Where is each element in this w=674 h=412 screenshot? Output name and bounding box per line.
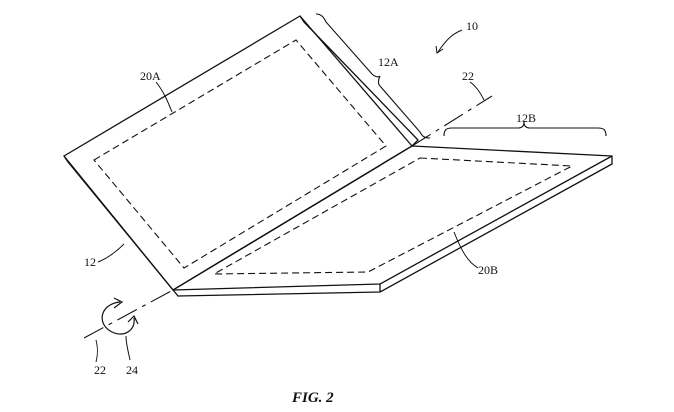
upper-housing-top-face <box>63 15 413 291</box>
label-22-upper: 22 <box>462 69 474 83</box>
display-20a-outline <box>93 39 387 269</box>
lower-housing-top-face <box>172 145 613 291</box>
upper-housing-edge <box>63 15 419 297</box>
label-24: 24 <box>126 363 138 377</box>
leader-10-arrowhead <box>435 45 444 54</box>
axis-line-lower <box>83 289 174 339</box>
leader-24 <box>125 335 131 361</box>
label-20b: 20B <box>478 263 498 277</box>
leader-20a <box>155 81 173 113</box>
leader-22-lower <box>95 339 98 363</box>
label-12b: 12B <box>516 111 536 125</box>
figure-caption: FIG. 2 <box>291 390 334 406</box>
axis-line-upper <box>411 95 493 147</box>
leader-10 <box>437 29 463 53</box>
bracket-12a <box>315 13 431 139</box>
hinge-line <box>172 145 413 291</box>
lower-housing-edge <box>177 155 613 297</box>
leader-22-upper <box>469 81 485 101</box>
label-10: 10 <box>466 19 478 33</box>
label-12a: 12A <box>378 55 399 69</box>
bracket-12b <box>443 121 607 137</box>
rotation-arrow-icon <box>101 297 139 335</box>
leader-20b <box>453 231 479 269</box>
label-22-lower: 22 <box>94 363 106 377</box>
leader-12 <box>97 243 125 263</box>
label-12: 12 <box>84 255 96 269</box>
display-20b-outline <box>213 157 575 275</box>
label-20a: 20A <box>140 69 161 83</box>
